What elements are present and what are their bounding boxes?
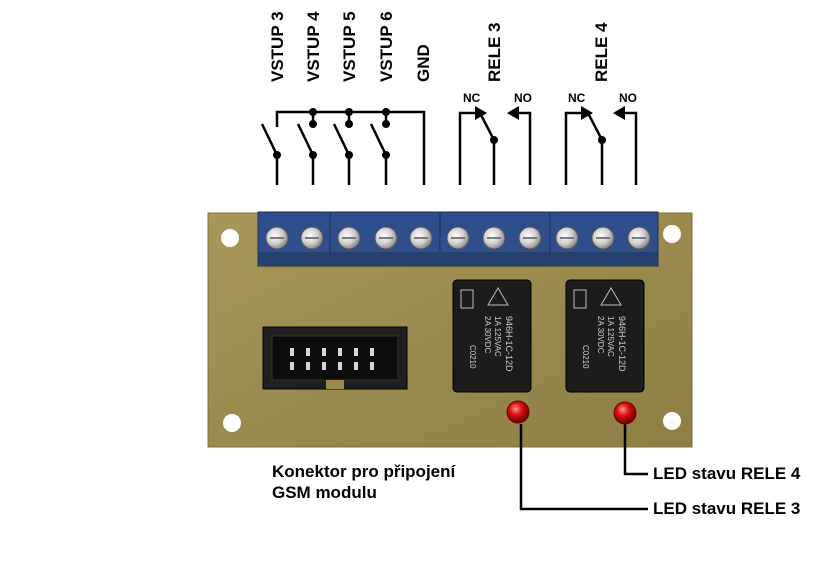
label-rele-3: RELE 3	[485, 22, 504, 82]
terminal-screws	[265, 226, 651, 250]
label-nc-relay-3: NC	[463, 91, 481, 105]
relay-4: 946H-1C-12D 1A 125VAC 2A 30VDC C0210	[565, 279, 645, 393]
led-relay-4	[613, 401, 637, 425]
relay-3-line2: 1A 125VAC	[493, 316, 502, 357]
label-vstup-4: VSTUP 4	[304, 11, 323, 82]
label-nc-relay-4: NC	[568, 91, 586, 105]
caption-led-relay-4: LED stavu RELE 4	[653, 464, 801, 483]
mounting-hole	[663, 225, 681, 243]
input-switches	[260, 110, 426, 185]
relay-4-line2: 1A 125VAC	[606, 316, 615, 357]
relay-3-arrows	[475, 106, 519, 144]
label-vstup-5: VSTUP 5	[340, 11, 359, 82]
mounting-hole	[221, 229, 239, 247]
relay-4-code: C0210	[581, 345, 590, 369]
label-vstup-3: VSTUP 3	[268, 11, 287, 82]
input-switch-dots	[273, 108, 390, 159]
label-no-relay-3: NO	[514, 91, 532, 105]
relay-4-contacts	[564, 111, 638, 185]
label-gnd: GND	[414, 44, 433, 82]
relay-3-line1: 946H-1C-12D	[504, 316, 514, 372]
relay-3-line3: 2A 30VDC	[483, 316, 492, 354]
relay-4-line3: 2A 30VDC	[596, 316, 605, 354]
relay-3-contacts	[458, 111, 532, 185]
relay-3: 946H-1C-12D 1A 125VAC 2A 30VDC C0210	[452, 279, 532, 393]
label-vstup-6: VSTUP 6	[377, 11, 396, 82]
led-relay-3	[506, 400, 530, 424]
connector-caption-line2: GSM modulu	[272, 483, 377, 502]
relay-4-line1: 946H-1C-12D	[617, 316, 627, 372]
connector-caption-line1: Konektor pro připojení	[272, 462, 456, 481]
gsm-connector	[262, 326, 408, 390]
mounting-hole	[223, 414, 241, 432]
mounting-hole	[663, 412, 681, 430]
label-rele-4: RELE 4	[592, 22, 611, 82]
relay-4-arrows	[581, 106, 625, 144]
led-callout-lines	[519, 424, 648, 511]
label-no-relay-4: NO	[619, 91, 637, 105]
relay-3-code: C0210	[468, 345, 477, 369]
caption-led-relay-3: LED stavu RELE 3	[653, 499, 801, 518]
